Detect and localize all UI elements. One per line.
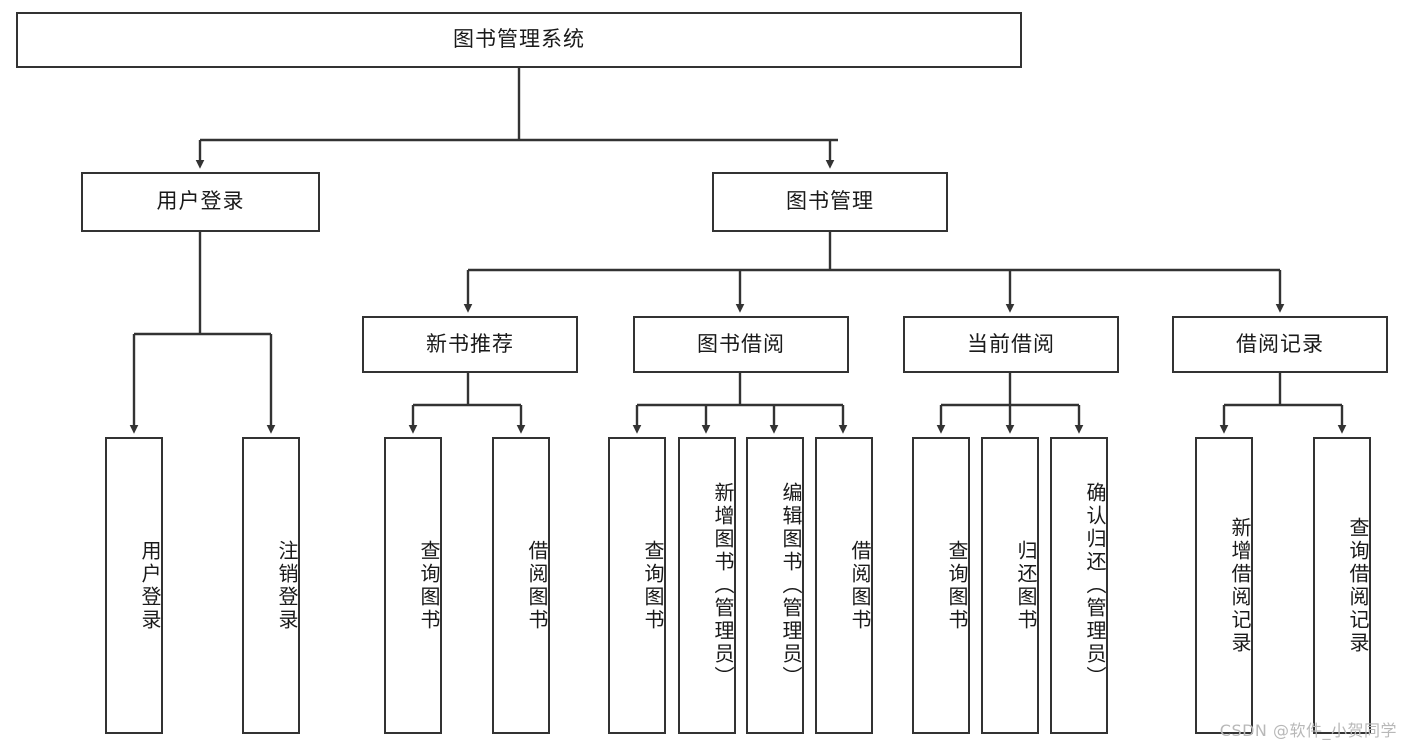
node-root-book-management-system[interactable]: 图书管理系统 [16,12,1022,68]
leaf-query-book-borrow[interactable]: 查询图书 [608,437,666,734]
node-label: 注销登录 [275,539,299,632]
node-borrow-record[interactable]: 借阅记录 [1172,316,1388,373]
node-label: 查询图书 [641,539,665,632]
leaf-borrow-book[interactable]: 借阅图书 [815,437,873,734]
node-label: 图书借阅 [697,331,785,356]
leaf-borrow-book-recommend[interactable]: 借阅图书 [492,437,550,734]
leaf-add-borrow-record[interactable]: 新增借阅记录 [1195,437,1253,734]
node-user-login[interactable]: 用户登录 [81,172,320,232]
node-label: 新增图书（管理员） [711,482,735,689]
leaf-add-book-admin[interactable]: 新增图书（管理员） [678,437,736,734]
node-label: 图书管理系统 [453,27,585,52]
node-book-borrow[interactable]: 图书借阅 [633,316,849,373]
node-book-management[interactable]: 图书管理 [712,172,948,232]
node-label: 新书推荐 [426,331,514,356]
node-label: 查询图书 [417,539,441,632]
node-label: 图书管理 [786,189,874,214]
node-label: 新增借阅记录 [1228,516,1252,655]
node-label: 查询借阅记录 [1346,516,1370,655]
node-label: 用户登录 [138,539,162,632]
csdn-watermark: CSDN @软件_小贺同学 [1219,721,1397,740]
node-new-book-recommend[interactable]: 新书推荐 [362,316,578,373]
node-label: 借阅记录 [1236,331,1324,356]
leaf-return-book[interactable]: 归还图书 [981,437,1039,734]
leaf-edit-book-admin[interactable]: 编辑图书（管理员） [746,437,804,734]
leaf-logout-login[interactable]: 注销登录 [242,437,300,734]
leaf-query-book-recommend[interactable]: 查询图书 [384,437,442,734]
node-current-borrow[interactable]: 当前借阅 [903,316,1119,373]
leaf-confirm-return-admin[interactable]: 确认归还（管理员） [1050,437,1108,734]
node-label: 归还图书 [1014,539,1038,632]
node-label: 用户登录 [156,189,245,214]
leaf-user-login[interactable]: 用户登录 [105,437,163,734]
node-label: 借阅图书 [848,539,872,632]
node-label: 当前借阅 [967,331,1055,356]
node-label: 编辑图书（管理员） [779,482,803,689]
leaf-query-borrow-record[interactable]: 查询借阅记录 [1313,437,1371,734]
node-label: 查询图书 [945,539,969,632]
leaf-query-book-current[interactable]: 查询图书 [912,437,970,734]
node-label: 借阅图书 [525,539,549,632]
node-label: 确认归还（管理员） [1083,482,1107,689]
